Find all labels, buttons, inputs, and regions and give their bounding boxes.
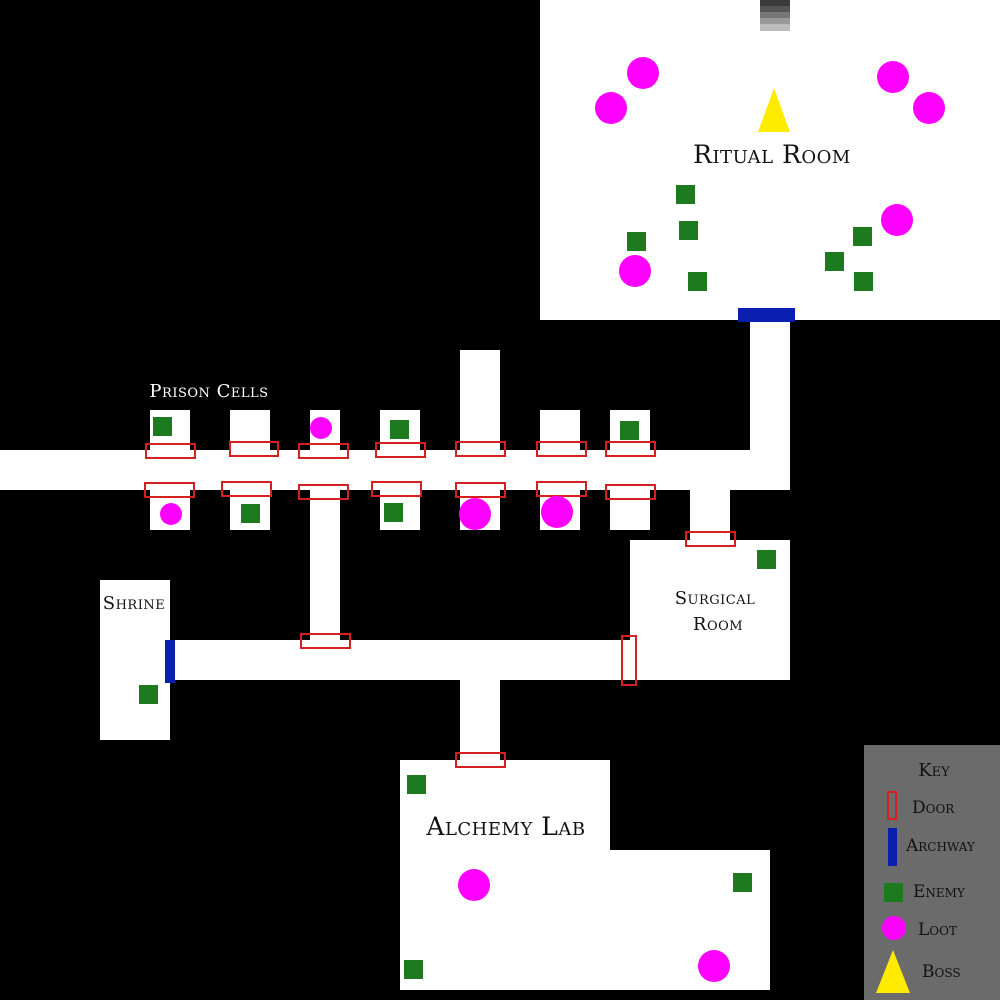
door-icon [221,481,272,497]
enemy-icon [404,960,423,979]
loot-icon [595,92,627,124]
door-icon [887,791,897,820]
enemy-layer [139,185,873,979]
door-icon [298,484,349,500]
door-icon [685,531,736,547]
enemy-icon [627,232,646,251]
enemy-icon [733,873,752,892]
door-icon [605,484,656,500]
loot-icon [881,204,913,236]
enemy-icon [241,504,260,523]
enemy-icon [825,252,844,271]
alchemy-lab-label: Alchemy Lab [425,812,585,841]
enemy-icon [679,221,698,240]
enemy-icon [676,185,695,204]
enemy-icon [853,227,872,246]
door-icon [455,482,506,498]
archway-icon [165,640,175,683]
legend-title: Key [918,760,950,781]
lower-corridor [170,640,630,680]
enemy-icon [384,503,403,522]
door-icon [371,481,422,497]
prison-cell [610,490,650,530]
map-legend: Key Door Archway Enemy Loot Boss [864,745,1000,1000]
enemy-icon [884,883,903,902]
ritual-room-label: Ritual Room [693,140,851,169]
door-icon [145,443,196,459]
surgical-room-label-line1: Surgical [675,588,756,609]
door-icon [300,633,351,649]
door-icon [536,481,587,497]
shrine-floor [100,580,170,740]
loot-icon [541,496,573,528]
door-icon [536,441,587,457]
ritual-room-floor [540,0,1000,320]
alchemy-lab-floor [400,760,610,990]
legend-boss-label: Boss [922,962,961,982]
loot-icon [877,61,909,93]
enemy-icon [757,550,776,569]
loot-icon [459,498,491,530]
surgical-room-label-line2: Room [693,614,743,635]
door-icon [621,635,637,686]
loot-icon [627,57,659,89]
enemy-icon [153,417,172,436]
door-icon [455,752,506,768]
enemy-icon [620,421,639,440]
lab-corridor [460,680,500,760]
loot-icon [698,950,730,982]
legend-loot-label: Loot [918,920,957,940]
loot-icon [913,92,945,124]
loot-icon [160,503,182,525]
legend-enemy-label: Enemy [913,882,966,902]
enemy-icon [390,420,409,439]
legend-archway-label: Archway [905,836,976,856]
prison-cell [230,410,270,450]
archway-icon [738,308,795,322]
enemy-icon [407,775,426,794]
door-icon [455,441,506,457]
door-icon [298,443,349,459]
alchemy-lab-annex [610,850,770,990]
archway-icon [888,828,897,866]
enemy-icon [139,685,158,704]
door-layer [144,441,736,768]
loot-icon [310,417,332,439]
enemy-icon [688,272,707,291]
prison-cells-label: Prison Cells [149,381,268,402]
archway-layer [165,308,795,683]
west-vertical-corridor [310,490,340,640]
boss-icon [758,88,790,132]
north-corridor-stub [460,350,500,450]
door-icon [144,482,195,498]
loot-icon [882,916,906,940]
door-icon [375,442,426,458]
stairs-icon [760,0,790,31]
loot-icon [458,869,490,901]
door-icon [605,441,656,457]
loot-layer [160,57,945,982]
door-icon [229,441,279,457]
enemy-icon [854,272,873,291]
shrine-label: Shrine [103,593,165,614]
loot-icon [619,255,651,287]
legend-panel [864,745,1000,1000]
legend-door-label: Door [912,798,955,818]
prison-cell [540,410,580,450]
boss-icon [876,950,910,993]
